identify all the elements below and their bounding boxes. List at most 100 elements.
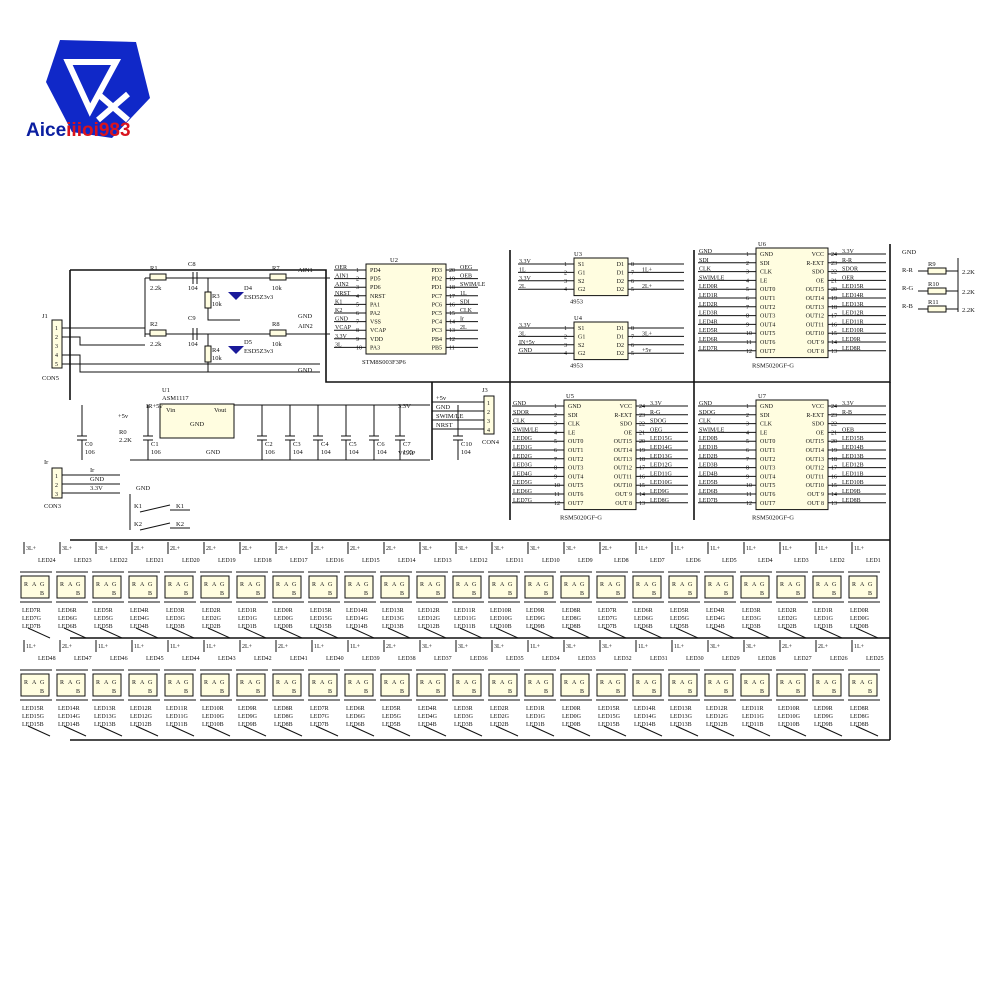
led-net-b: LED12B xyxy=(418,624,440,630)
pin-name: D1 xyxy=(617,262,624,268)
d4-diode-icon xyxy=(228,292,244,300)
led-pin-a: A xyxy=(356,680,361,686)
led-net-g: LED1G xyxy=(814,616,834,622)
pin-net: CLK xyxy=(513,419,526,425)
pin-name: OUT13 xyxy=(614,457,632,463)
pin-net: CLK xyxy=(699,419,712,425)
led-net-g: LED3G xyxy=(454,714,474,720)
led-pin-b: B xyxy=(616,689,620,695)
led-body xyxy=(344,673,374,697)
led-net-g: LED6G xyxy=(634,616,654,622)
led-pin-b: B xyxy=(580,689,584,695)
led-body xyxy=(200,575,230,599)
led-rail: 3L+ xyxy=(746,644,757,650)
cap-ref: C3 xyxy=(293,441,301,448)
led-rail: 1L+ xyxy=(818,546,829,552)
pin-net: LED4R xyxy=(699,319,718,325)
pin-net: LED5R xyxy=(699,328,718,334)
pin-name: OUT5 xyxy=(760,483,775,489)
led-net-r: LED12R xyxy=(418,608,440,614)
led-net-g: LED15G xyxy=(22,714,45,720)
led-body xyxy=(668,575,698,599)
pin-number: 23 xyxy=(639,413,645,419)
pin-net: OER xyxy=(335,265,347,271)
led-net-r: LED9R xyxy=(526,608,545,614)
pin-number: 13 xyxy=(449,328,455,334)
pin-name: OUT10 xyxy=(806,331,824,337)
led-rail: 2L+ xyxy=(62,644,73,650)
led-pin-r: R xyxy=(204,680,208,686)
led-ref: LED40 xyxy=(326,656,344,662)
pin-name: S2 xyxy=(578,279,584,285)
led-net-r: LED4R xyxy=(418,706,437,712)
pin-number: 10 xyxy=(356,345,362,351)
pin-net: 3L+ xyxy=(642,331,653,337)
led-pin-a: A xyxy=(320,582,325,588)
pin-name: CLK xyxy=(760,422,773,428)
led-net-r: LED13R xyxy=(382,608,404,614)
pin-number: 19 xyxy=(449,277,455,283)
pin-name: OE xyxy=(816,278,824,284)
led-net-g: LED7G xyxy=(22,616,42,622)
led-pin-a: A xyxy=(32,680,37,686)
pin-name: OUT15 xyxy=(614,439,632,445)
pin-number: 8 xyxy=(554,466,557,472)
pin-number: 19 xyxy=(831,448,837,454)
led-pin-b: B xyxy=(256,689,260,695)
led-rail: 1L+ xyxy=(674,644,685,650)
pin-number: 7 xyxy=(631,270,634,276)
led-ref: LED11 xyxy=(506,558,523,564)
led-net-g: LED8G xyxy=(562,616,582,622)
pin-net: 3.3V xyxy=(519,276,532,282)
svg-text:2.2K: 2.2K xyxy=(962,289,975,296)
led-net-r: LED11R xyxy=(742,706,763,712)
pin-name: D1 xyxy=(617,334,624,340)
pin-name: PD1 xyxy=(431,285,442,291)
pin-name: OUT7 xyxy=(760,349,775,355)
pin-number: 20 xyxy=(449,268,455,274)
pin-name: VCC xyxy=(812,252,824,258)
pin-net: 2L+ xyxy=(642,284,653,290)
pin-name: VCAP xyxy=(370,328,387,334)
led-body xyxy=(344,575,374,599)
led-net-b: LED2B xyxy=(490,722,509,728)
led-net-r: LED2R xyxy=(202,608,221,614)
led-pin-g: G xyxy=(616,582,621,588)
led-net-b: LED7B xyxy=(598,624,617,630)
led-pin-b: B xyxy=(436,689,440,695)
led-pin-g: G xyxy=(328,582,333,588)
pin-net: SDI xyxy=(460,299,470,305)
pin-net: LED1R xyxy=(699,293,718,299)
led-pin-g: G xyxy=(364,582,369,588)
svg-text:K2: K2 xyxy=(134,521,142,528)
pin-net: 2L xyxy=(519,284,526,290)
led-rail: 3L+ xyxy=(530,546,541,552)
ic-body xyxy=(755,399,829,511)
pin-number: 14 xyxy=(639,492,645,498)
led-net-g: LED0G xyxy=(274,616,294,622)
cap-ref: C1 xyxy=(151,441,159,448)
led-pin-g: G xyxy=(148,582,153,588)
pin-name: OUT3 xyxy=(760,314,775,320)
led-net-g: LED15G xyxy=(310,616,333,622)
led-net-g: LED9G xyxy=(238,714,258,720)
pin-number: 8 xyxy=(631,326,634,332)
led-ref: LED14 xyxy=(398,558,416,564)
led-pin-g: G xyxy=(796,582,801,588)
led-pin-g: G xyxy=(652,582,657,588)
led-net-g: LED2G xyxy=(202,616,222,622)
cap-ref: C7 xyxy=(403,441,411,448)
led-pin-a: A xyxy=(212,680,217,686)
pin-net: LED12R xyxy=(842,311,864,317)
ic-part: RSM5020GF-G xyxy=(752,515,794,522)
pin-number: 20 xyxy=(831,439,837,445)
r3-body xyxy=(204,291,212,309)
